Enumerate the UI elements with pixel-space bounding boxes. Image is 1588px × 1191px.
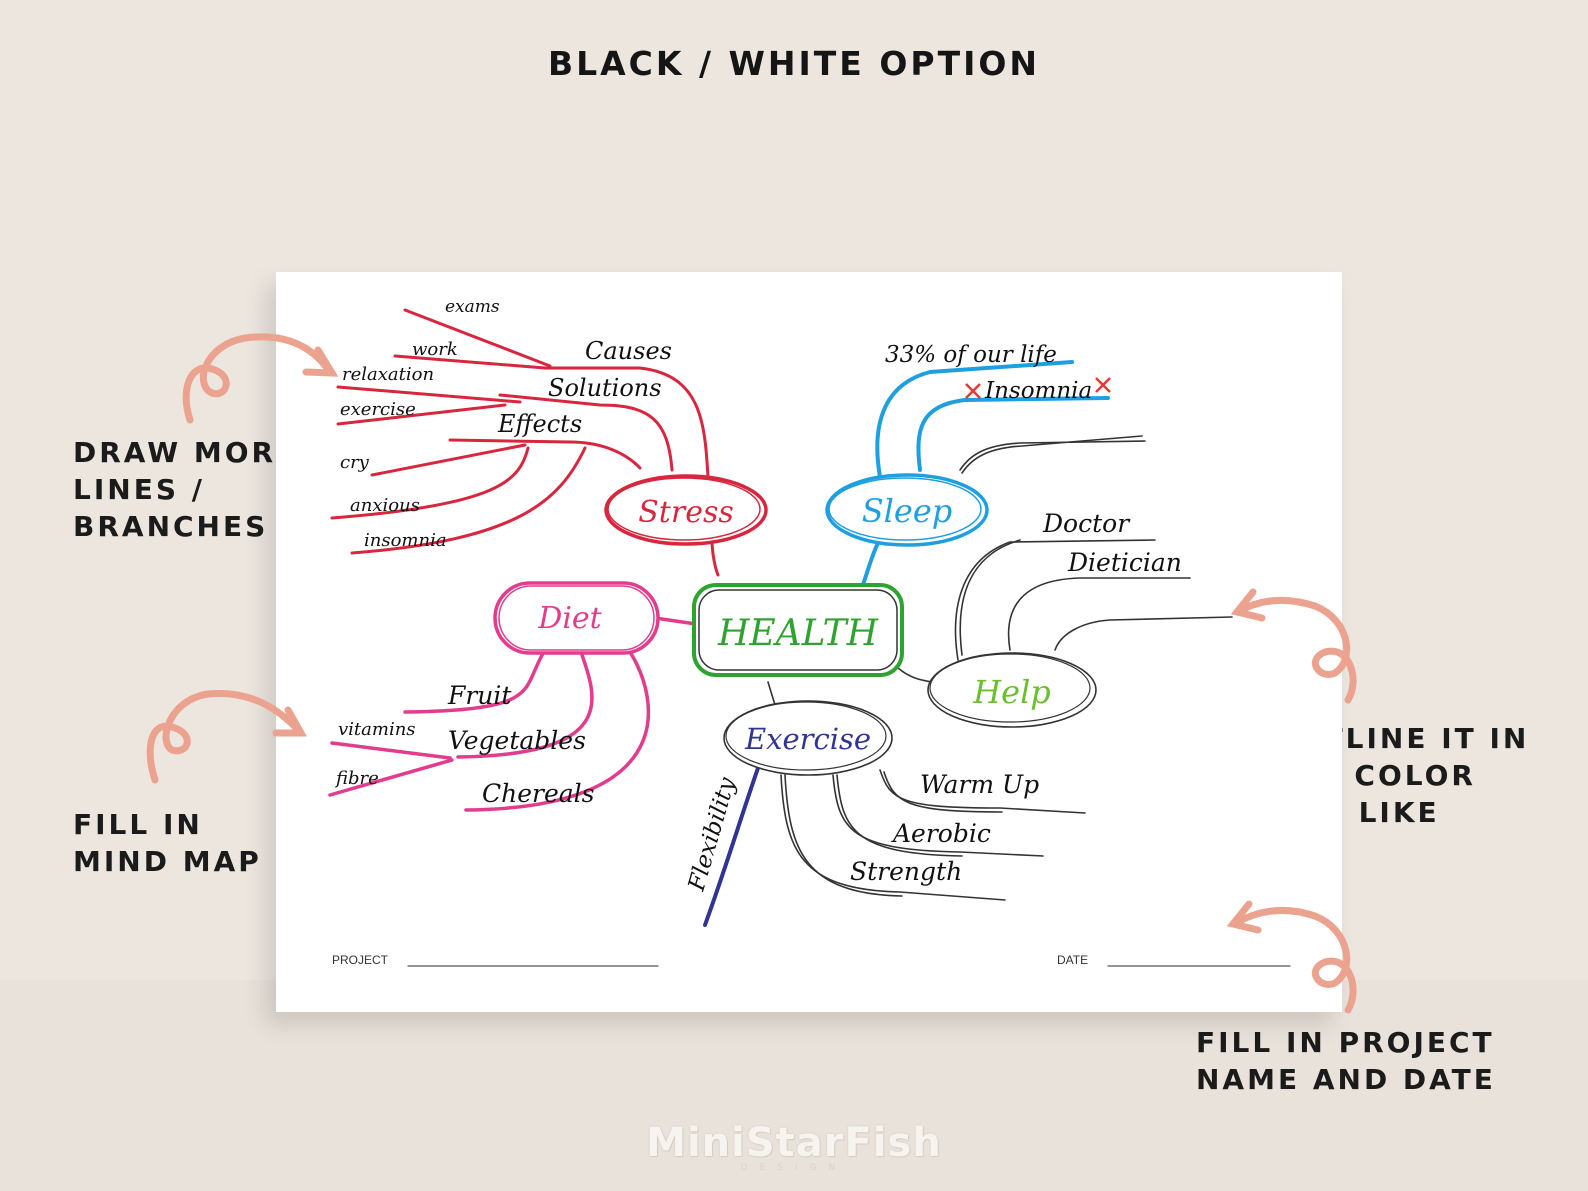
branch-strength: Strength bbox=[850, 857, 962, 886]
callout-line: FILL IN PROJECT bbox=[1196, 1026, 1495, 1059]
sleep-node: Sleep bbox=[825, 473, 989, 547]
curly-arrow-icon bbox=[182, 333, 339, 424]
branch-insomnia: Insomnia bbox=[984, 378, 1092, 404]
callout-line: BRANCHES bbox=[73, 510, 269, 543]
cross-marks bbox=[965, 377, 1111, 399]
branch-aerobic: Aerobic bbox=[891, 819, 991, 848]
center-label: HEALTH bbox=[717, 613, 879, 654]
diet-label: Diet bbox=[537, 601, 602, 636]
branch-warm-up: Warm Up bbox=[920, 770, 1039, 799]
branch-fruit: Fruit bbox=[447, 681, 512, 710]
curly-arrow-icon bbox=[1226, 900, 1357, 1014]
diet-branch-lines bbox=[328, 616, 698, 812]
brand-logo: MiniStarFish bbox=[646, 1120, 942, 1166]
cross-left-icon bbox=[965, 383, 981, 399]
flexibility-line bbox=[703, 766, 760, 927]
stress-node: Stress bbox=[604, 474, 768, 546]
leaf-cry: cry bbox=[340, 452, 370, 473]
sleep-label: Sleep bbox=[862, 492, 953, 530]
leaf-exercise: exercise bbox=[340, 399, 416, 420]
leaf-insomnia: insomnia bbox=[364, 530, 447, 551]
date-label: DATE bbox=[1057, 953, 1088, 967]
help-branch-lines bbox=[954, 435, 1233, 661]
leaf-work: work bbox=[412, 339, 458, 360]
page-heading: BLACK / WHITE OPTION bbox=[547, 44, 1041, 83]
leaf-vitamins: vitamins bbox=[338, 719, 416, 740]
branch-causes: Causes bbox=[585, 337, 672, 365]
branch-dietician: Dietician bbox=[1067, 548, 1182, 577]
help-node: Help bbox=[927, 652, 1097, 728]
exercise-branch-lines bbox=[780, 769, 1086, 901]
callout-line: FILL IN bbox=[73, 808, 203, 841]
branch-flexibility: Flexibility bbox=[683, 774, 741, 895]
exercise-node: Exercise bbox=[723, 700, 893, 776]
callout-line: LINES / bbox=[73, 473, 205, 506]
project-label: PROJECT bbox=[332, 953, 389, 967]
curly-arrow-icon bbox=[146, 689, 307, 784]
callout-fill-mind-map: FILL IN MIND MAP bbox=[73, 806, 262, 880]
callout-line: DRAW MORE bbox=[73, 436, 299, 469]
leaf-relaxation: relaxation bbox=[342, 364, 434, 385]
callout-draw-branches: DRAW MORE LINES / BRANCHES bbox=[73, 434, 298, 545]
brand-subtitle: DESIGN bbox=[740, 1163, 848, 1173]
callout-line: NAME AND DATE bbox=[1196, 1063, 1496, 1096]
help-label: Help bbox=[972, 673, 1051, 711]
leaf-anxious: anxious bbox=[350, 495, 420, 516]
callout-fill-project-date: FILL IN PROJECT NAME AND DATE bbox=[1196, 1024, 1496, 1098]
cross-right-icon bbox=[1095, 377, 1111, 393]
diet-node: Diet bbox=[493, 581, 660, 655]
center-connectors bbox=[767, 667, 933, 706]
branch-33-percent: 33% of our life bbox=[885, 342, 1057, 368]
exercise-label: Exercise bbox=[744, 722, 871, 756]
branch-doctor: Doctor bbox=[1042, 509, 1131, 538]
branch-chereals: Chereals bbox=[482, 779, 595, 808]
leaf-fibre: fibre bbox=[334, 768, 379, 789]
branch-solutions: Solutions bbox=[548, 374, 662, 402]
stress-label: Stress bbox=[638, 495, 734, 530]
curly-arrow-icon bbox=[1230, 588, 1357, 704]
stress-branch-lines bbox=[330, 308, 720, 577]
floor-background bbox=[0, 980, 1588, 1191]
health-center-node: HEALTH bbox=[692, 583, 904, 677]
branch-effects: Effects bbox=[497, 410, 582, 438]
leaf-exams: exams bbox=[445, 297, 500, 317]
callout-line: MIND MAP bbox=[73, 845, 262, 878]
branch-vegetables: Vegetables bbox=[448, 726, 586, 755]
